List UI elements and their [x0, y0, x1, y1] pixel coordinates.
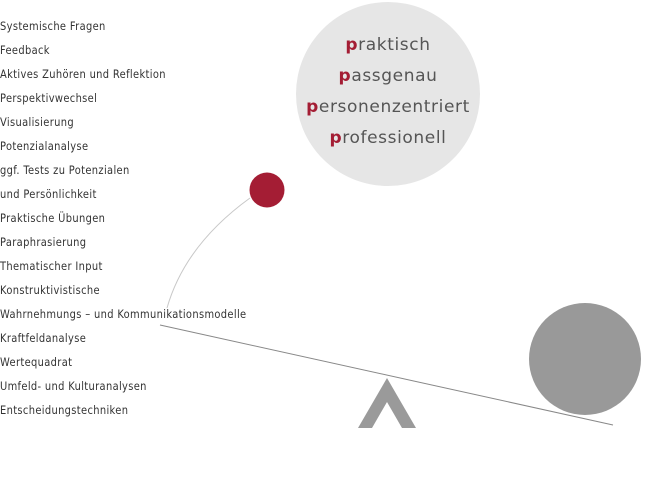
method-item: Visualisierung — [0, 115, 74, 129]
method-item: Potenzialanalyse — [0, 139, 89, 153]
method-item: ggf. Tests zu Potenzialen — [0, 163, 130, 177]
quality-circle — [296, 2, 480, 186]
method-item: Kraftfeldanalyse — [0, 331, 87, 345]
grey-weight — [529, 303, 641, 415]
method-item: Aktives Zuhören und Reflektion — [0, 67, 166, 81]
quality-personenzentriert: personenzentriert — [306, 97, 470, 117]
method-list: Systemische Fragen Feedback Aktives Zuhö… — [0, 14, 246, 422]
quality-list: praktisch passgenau personenzentriert pr… — [296, 30, 480, 154]
balance-beam — [159, 324, 614, 426]
method-item: Wahrnehmungs – und Kommunikationsmodelle — [0, 307, 247, 321]
method-item: Paraphrasierung — [0, 235, 87, 249]
quality-professionell: professionell — [329, 128, 447, 148]
quality-praktisch: praktisch — [345, 35, 431, 55]
method-item: Perspektivwechsel — [0, 91, 98, 105]
fulcrum — [358, 378, 416, 428]
method-item: Systemische Fragen — [0, 19, 106, 33]
method-item: Praktische Übungen — [0, 211, 106, 225]
method-item: und Persönlichkeit — [0, 187, 97, 201]
red-ball — [249, 172, 285, 208]
method-item: Wertequadrat — [0, 355, 73, 369]
swing-arc — [166, 197, 251, 309]
quality-passgenau: passgenau — [338, 66, 438, 86]
method-item: Umfeld- und Kulturanalysen — [0, 379, 147, 393]
method-item: Thematischer Input — [0, 259, 103, 273]
method-item: Entscheidungstechniken — [0, 403, 129, 417]
method-item: Feedback — [0, 43, 50, 57]
method-item: Konstruktivistische — [0, 283, 100, 297]
